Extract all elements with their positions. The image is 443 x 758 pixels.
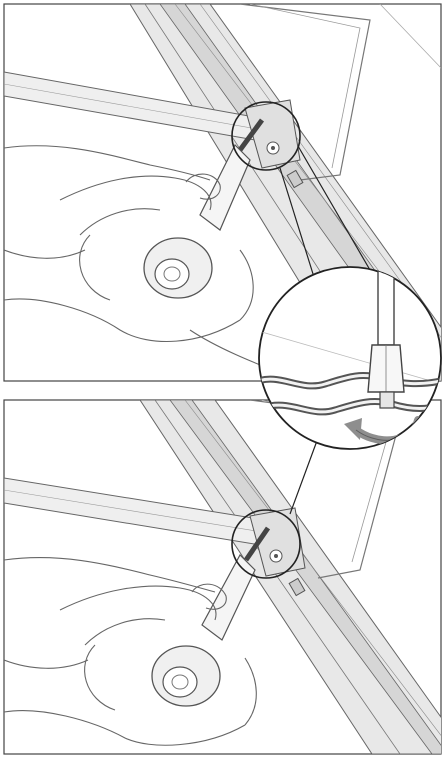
panel-bottom (4, 400, 443, 754)
